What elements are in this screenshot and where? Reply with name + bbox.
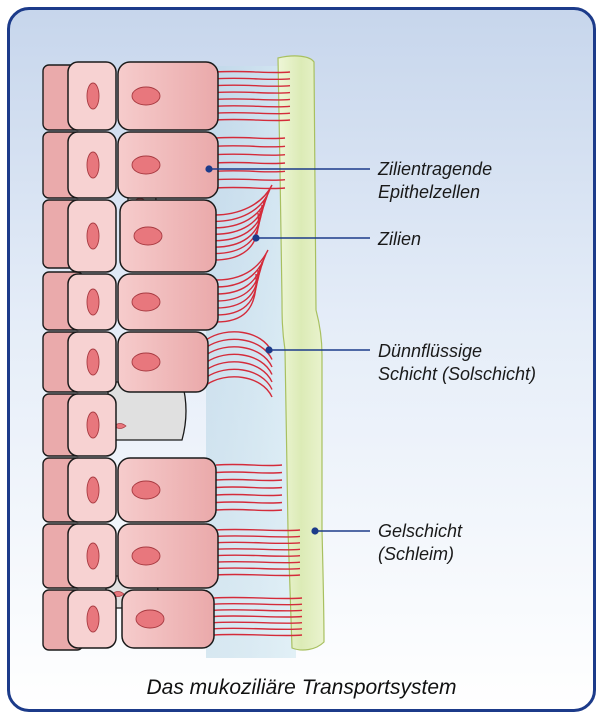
epithelial-cell-pair	[68, 458, 216, 522]
leader-dot-gel	[311, 527, 318, 534]
label-epithelzellen-line2: Epithelzellen	[378, 181, 492, 204]
ciliated-cell-nucleus	[132, 87, 160, 105]
ciliated-cell-nucleus	[132, 353, 160, 371]
epithelial-cell-pair	[68, 590, 214, 648]
small-cell-nucleus	[87, 349, 99, 375]
ciliated-cell-nucleus	[132, 481, 160, 499]
diagram-frame: Zilientragende Epithelzellen Zilien Dünn…	[7, 7, 596, 712]
epithelial-cell-pair	[68, 394, 116, 456]
label-solschicht: Dünnflüssige Schicht (Solschicht)	[378, 340, 536, 386]
small-cell-nucleus	[87, 477, 99, 503]
epithelial-cell-pair	[68, 200, 216, 272]
leader-dot-sol	[265, 346, 272, 353]
label-solschicht-line1: Dünnflüssige	[378, 340, 536, 363]
small-cell-nucleus	[87, 83, 99, 109]
label-gelschicht-line1: Gelschicht	[378, 520, 462, 543]
small-cell-nucleus	[87, 289, 99, 315]
epithelial-cell-pair	[68, 132, 218, 198]
small-cell-nucleus	[87, 412, 99, 438]
epithelial-cell-pair	[68, 524, 218, 588]
label-zilien: Zilien	[378, 228, 421, 251]
ciliated-cell-nucleus	[132, 293, 160, 311]
small-cell-nucleus	[87, 543, 99, 569]
epithelial-cell-pair	[68, 332, 208, 392]
label-zilien-line1: Zilien	[378, 228, 421, 251]
ciliated-cell	[118, 332, 208, 392]
small-cell-nucleus	[87, 606, 99, 632]
small-cell-nucleus	[87, 223, 99, 249]
label-epithelzellen: Zilientragende Epithelzellen	[378, 158, 492, 204]
leader-dot-epithel	[205, 165, 212, 172]
small-cell-nucleus	[87, 152, 99, 178]
label-gelschicht: Gelschicht (Schleim)	[378, 520, 462, 566]
leader-dot-zilien	[252, 234, 259, 241]
ciliated-cell-nucleus	[132, 156, 160, 174]
label-solschicht-line2: Schicht (Solschicht)	[378, 363, 536, 386]
epithelial-cell-pair	[68, 274, 218, 330]
ciliated-cell-nucleus	[134, 227, 162, 245]
epithelial-cell-pair	[68, 62, 218, 130]
label-gelschicht-line2: (Schleim)	[378, 543, 462, 566]
front-cell-column	[68, 62, 218, 648]
ciliated-cell-nucleus	[136, 610, 164, 628]
ciliated-cell-nucleus	[132, 547, 160, 565]
label-epithelzellen-line1: Zilientragende	[378, 158, 492, 181]
diagram-title: Das mukoziliäre Transportsystem	[10, 676, 593, 700]
